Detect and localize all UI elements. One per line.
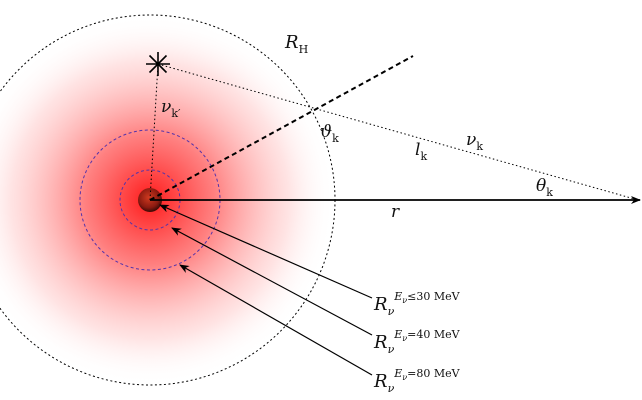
label-nu-k: νk xyxy=(466,130,483,153)
nu-kprime-ray xyxy=(149,63,159,201)
label-l-k: lk xyxy=(415,140,427,163)
label-theta-k: θk xyxy=(536,176,553,199)
label-theta-local: ϑk xyxy=(320,122,339,145)
arrow-rnu40 xyxy=(171,227,373,336)
label-rnu40: RνEν=40 MeV xyxy=(373,328,461,356)
arrow-rnu80 xyxy=(179,264,373,376)
label-horizon-radius: RH xyxy=(284,32,308,56)
label-rnu80: RνEν=80 MeV xyxy=(373,367,461,395)
emission-point-star xyxy=(146,52,170,76)
radial-dashed-line xyxy=(149,55,414,201)
nu-k-ray xyxy=(157,63,639,201)
label-nu-kprime: νk′ xyxy=(161,97,181,120)
label-r: r xyxy=(391,202,400,222)
label-rnu30: RνEν≤30 MeV xyxy=(373,290,461,318)
arrow-rnu30 xyxy=(159,204,373,299)
